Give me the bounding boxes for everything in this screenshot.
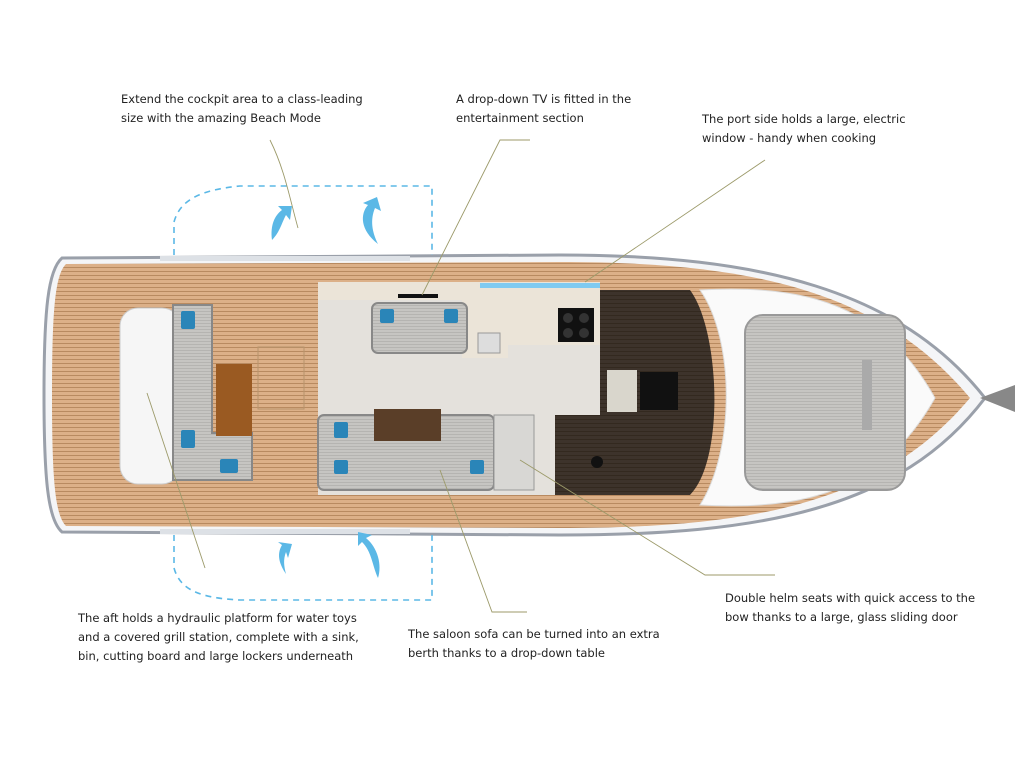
sunpad-backrest <box>862 360 872 430</box>
saloon-table <box>374 409 441 441</box>
annotation-line: The port side holds a large, electric <box>702 112 906 126</box>
annotation-line: window - handy when cooking <box>702 131 877 145</box>
annotation-line: size with the amazing Beach Mode <box>121 111 321 125</box>
annotation-aft-platform: The aft holds a hydraulic platform for w… <box>78 609 359 666</box>
port-rail <box>160 256 410 261</box>
annotation-beach-mode: Extend the cockpit area to a class-leadi… <box>121 90 363 128</box>
sink <box>477 332 501 354</box>
saloon-seat <box>493 414 535 491</box>
annotation-saloon-sofa: The saloon sofa can be turned into an ex… <box>408 625 660 663</box>
cushions <box>181 311 238 473</box>
annotation-line: Extend the cockpit area to a class-leadi… <box>121 92 363 106</box>
helm-seat <box>640 372 678 410</box>
cooktop <box>558 308 594 342</box>
aft-grill-station <box>119 307 181 485</box>
annotation-line: A drop-down TV is fitted in the <box>456 92 632 106</box>
electric-window <box>480 283 600 288</box>
annotation-tv: A drop-down TV is fitted in the entertai… <box>456 90 631 128</box>
steering-wheel <box>591 456 603 468</box>
annotation-line: Double helm seats with quick access to t… <box>725 591 976 605</box>
helm-steps <box>607 370 637 412</box>
cockpit-table <box>216 364 252 436</box>
annotation-line: berth thanks to a drop-down table <box>408 646 605 660</box>
annotation-line: and a covered grill station, complete wi… <box>78 630 359 644</box>
annotation-line: bin, cutting board and large lockers und… <box>78 649 354 663</box>
bow-sunpad <box>744 314 906 491</box>
beach-mode-outline <box>173 185 433 601</box>
drop-down-tv <box>398 294 438 298</box>
beach-mode-arrows <box>271 197 381 578</box>
anchor <box>980 385 1015 412</box>
annotation-line: bow thanks to a large, glass sliding doo… <box>725 610 958 624</box>
saloon-sofa-small <box>371 302 468 354</box>
leader-lines <box>146 139 775 613</box>
annotation-helm-seats: Double helm seats with quick access to t… <box>725 589 975 627</box>
deck-hatch <box>257 346 305 410</box>
starboard-rail <box>160 529 410 534</box>
annotation-line: entertainment section <box>456 111 584 125</box>
annotation-line: The aft holds a hydraulic platform for w… <box>78 611 357 625</box>
annotation-port-window: The port side holds a large, electric wi… <box>702 110 906 148</box>
annotation-line: The saloon sofa can be turned into an ex… <box>408 627 660 641</box>
galley-counter <box>318 282 600 358</box>
